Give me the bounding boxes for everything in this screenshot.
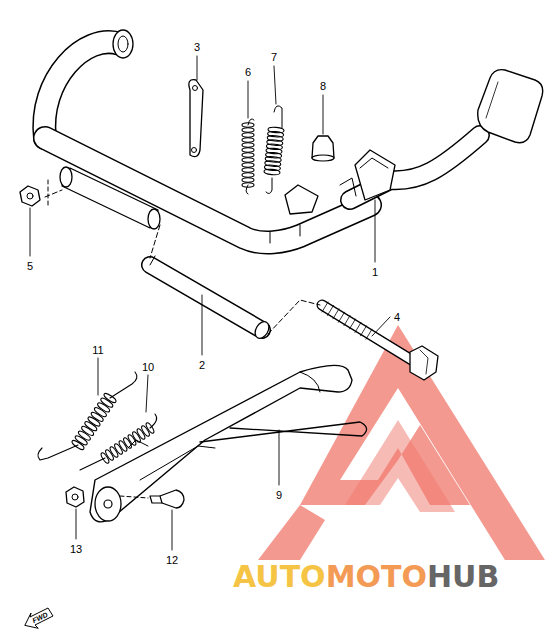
nut [66,487,84,507]
callout-number: 11 [91,345,104,356]
watermark-logo [258,325,545,560]
spring-coil [242,138,254,142]
callout-number: 5 [26,261,34,272]
spring-coil [242,163,254,167]
bolt-thread [339,312,345,322]
callout-number: 6 [244,67,252,78]
center-stand [44,30,542,243]
callout-number: 9 [275,490,283,501]
bolt-thread [366,329,372,339]
watermark-text: HUB [427,562,499,592]
pivot-bolt [150,490,184,508]
stopper-rubber [312,136,334,161]
bolt-thread [350,319,356,329]
spring-link [189,80,203,157]
callout-number: 10 [141,362,155,373]
callout-number: 4 [393,312,401,323]
spring-coil [242,158,254,162]
callout-number: 13 [69,544,83,555]
nut [20,186,40,206]
callout-number: 2 [198,360,206,371]
callout-number: 7 [270,52,278,63]
bolt-thread [344,316,350,326]
spring-coil [242,168,254,172]
watermark-text: MOTO [326,562,427,592]
callout-number: 1 [371,267,379,278]
spring-coil [242,173,254,177]
spring-coil [242,153,254,157]
spring-coil [264,169,280,176]
callout-number: 12 [165,555,179,566]
bolt-thread [355,322,361,332]
stand-shaft [145,256,272,341]
direction-arrow [25,608,53,628]
spring-coil [242,133,254,137]
bolt-thread [328,305,334,315]
spring-coil [242,178,254,182]
callout-number: 8 [319,81,327,92]
bolt-thread [322,302,328,312]
spring-coil [242,128,254,132]
side-stand [90,365,367,521]
leader-lines [30,56,390,550]
bolt-thread [361,326,367,336]
callout-number: 3 [193,42,201,53]
bolt-thread [333,309,339,319]
watermark-text: AUTO [233,562,326,592]
spring-coil [242,148,254,152]
spring-coil [242,143,254,147]
